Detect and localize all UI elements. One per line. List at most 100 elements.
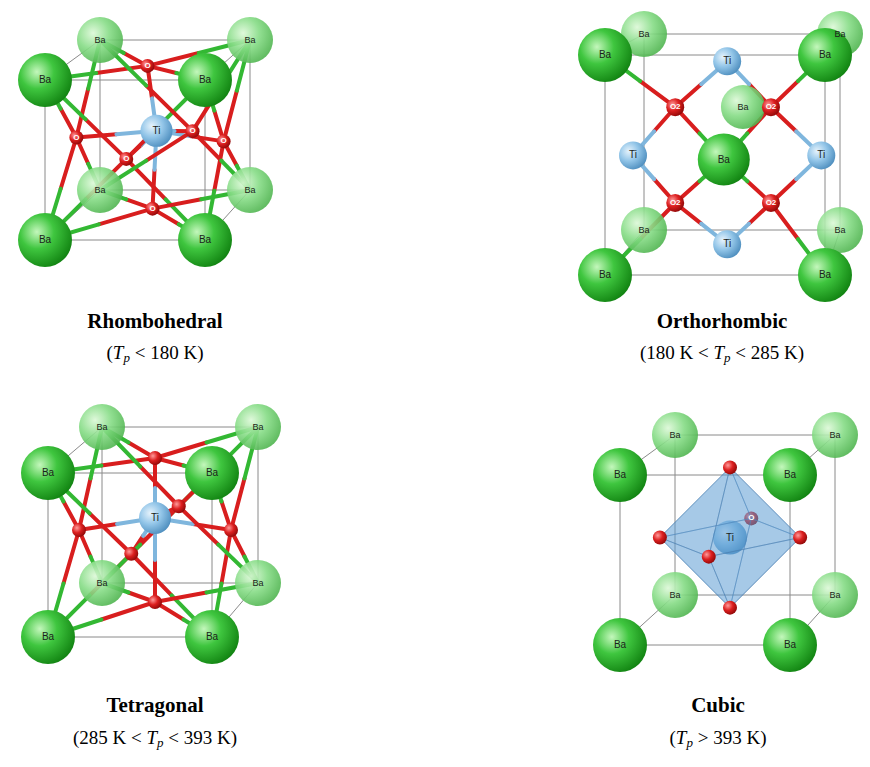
cell-edge — [258, 427, 259, 583]
atom-label: Ti — [153, 126, 161, 136]
oxygen-atom — [148, 451, 162, 465]
titanium-atom — [141, 115, 173, 147]
cell-edge — [102, 427, 258, 428]
cell-edge — [102, 583, 258, 584]
cell-edge — [835, 435, 836, 595]
atom-label: O — [123, 155, 129, 163]
barium-atom — [77, 167, 123, 213]
atom-label: O — [189, 127, 195, 135]
bond — [131, 554, 171, 596]
oxygen-atom — [702, 550, 716, 564]
oxygen-atom — [762, 194, 780, 212]
bond — [153, 199, 202, 208]
atom-label: Ba — [39, 75, 51, 85]
oxygen-atom — [69, 131, 83, 145]
bond — [155, 593, 207, 603]
barium-atom — [18, 53, 72, 107]
atom-label: Ba — [96, 579, 107, 588]
barium-atom — [798, 28, 852, 82]
atom-label: O — [221, 137, 227, 145]
atom-label: Ba — [42, 632, 54, 642]
barium-atom — [235, 404, 281, 450]
oxygen-atom — [723, 460, 737, 474]
barium-atom — [178, 53, 232, 107]
phase-name: Orthorhombic — [657, 311, 788, 332]
bond — [102, 458, 156, 466]
atom-label: Ba — [829, 591, 840, 600]
atom-label: Ba — [94, 186, 105, 195]
barium-atom — [178, 213, 232, 267]
atom-label: Ti — [151, 513, 159, 523]
bond — [179, 506, 219, 544]
bond — [126, 159, 165, 200]
atom-label: Ba — [614, 640, 626, 650]
titanium-atom — [619, 141, 647, 169]
bond — [140, 467, 178, 507]
bond — [224, 91, 237, 142]
cell-edge — [605, 55, 606, 275]
oxygen-atom — [72, 523, 86, 537]
barium-atom — [227, 167, 273, 213]
atom-label: Ba — [829, 431, 840, 440]
atom-label: Ba — [96, 423, 107, 432]
cell-edge — [102, 427, 103, 583]
atom-label: Ba — [819, 270, 831, 280]
atom-label: Ba — [42, 468, 54, 478]
atom-label: Ba — [638, 30, 649, 39]
titanium-atom — [139, 502, 171, 534]
phase-name: Cubic — [691, 695, 745, 716]
atom-label: Ba — [206, 468, 218, 478]
barium-atom — [185, 610, 239, 664]
atom-label: O — [149, 205, 155, 213]
atom-label: O2 — [670, 103, 681, 111]
barium-atom — [227, 17, 273, 63]
atom-label: Ba — [784, 640, 796, 650]
atom-label: Ba — [784, 470, 796, 480]
atom-label: Ti — [726, 533, 734, 543]
cell-edge — [605, 275, 825, 276]
atom-label: Ba — [252, 423, 263, 432]
oxygen-atom — [653, 531, 667, 545]
titanium-atom — [807, 141, 835, 169]
atom-label: O2 — [670, 199, 681, 207]
oxygen-atom — [146, 202, 160, 216]
atom-label: Ba — [39, 235, 51, 245]
atom-label: Ba — [199, 235, 211, 245]
oxygen-atom — [119, 152, 133, 166]
barium-atom — [21, 610, 75, 664]
temperature-range: (285 K < Tp < 393 K) — [73, 728, 237, 747]
barium-atom — [698, 134, 750, 186]
unit-cell — [593, 412, 858, 672]
barium-atom — [578, 28, 632, 82]
atom-label: O2 — [766, 199, 777, 207]
bond — [90, 513, 132, 553]
barium-atom — [185, 446, 239, 500]
unit-cell — [578, 11, 863, 302]
oxygen-atom — [224, 523, 238, 537]
atom-label: Ba — [638, 226, 649, 235]
temperature-range: (Tp < 180 K) — [107, 343, 204, 362]
atom-label: O — [73, 134, 79, 142]
barium-atom — [21, 446, 75, 500]
atom-label: Ti — [629, 150, 637, 160]
atom-label: Ti — [817, 150, 825, 160]
atom-label: Ba — [614, 470, 626, 480]
atom-label: Ti — [723, 56, 731, 66]
cell-edge — [675, 595, 835, 596]
barium-atom — [817, 207, 863, 253]
atom-label: O2 — [766, 103, 777, 111]
barium-atom — [652, 572, 698, 618]
atom-label: Ba — [599, 50, 611, 60]
barium-atom — [763, 448, 817, 502]
barium-atom — [763, 618, 817, 672]
phase-name: Tetragonal — [106, 695, 203, 716]
barium-atom — [578, 248, 632, 302]
atom-label: O — [144, 62, 150, 70]
atom-label: Ba — [834, 226, 845, 235]
barium-atom — [593, 618, 647, 672]
barium-atom — [652, 412, 698, 458]
atom-label: Ba — [669, 431, 680, 440]
bond — [64, 530, 80, 584]
